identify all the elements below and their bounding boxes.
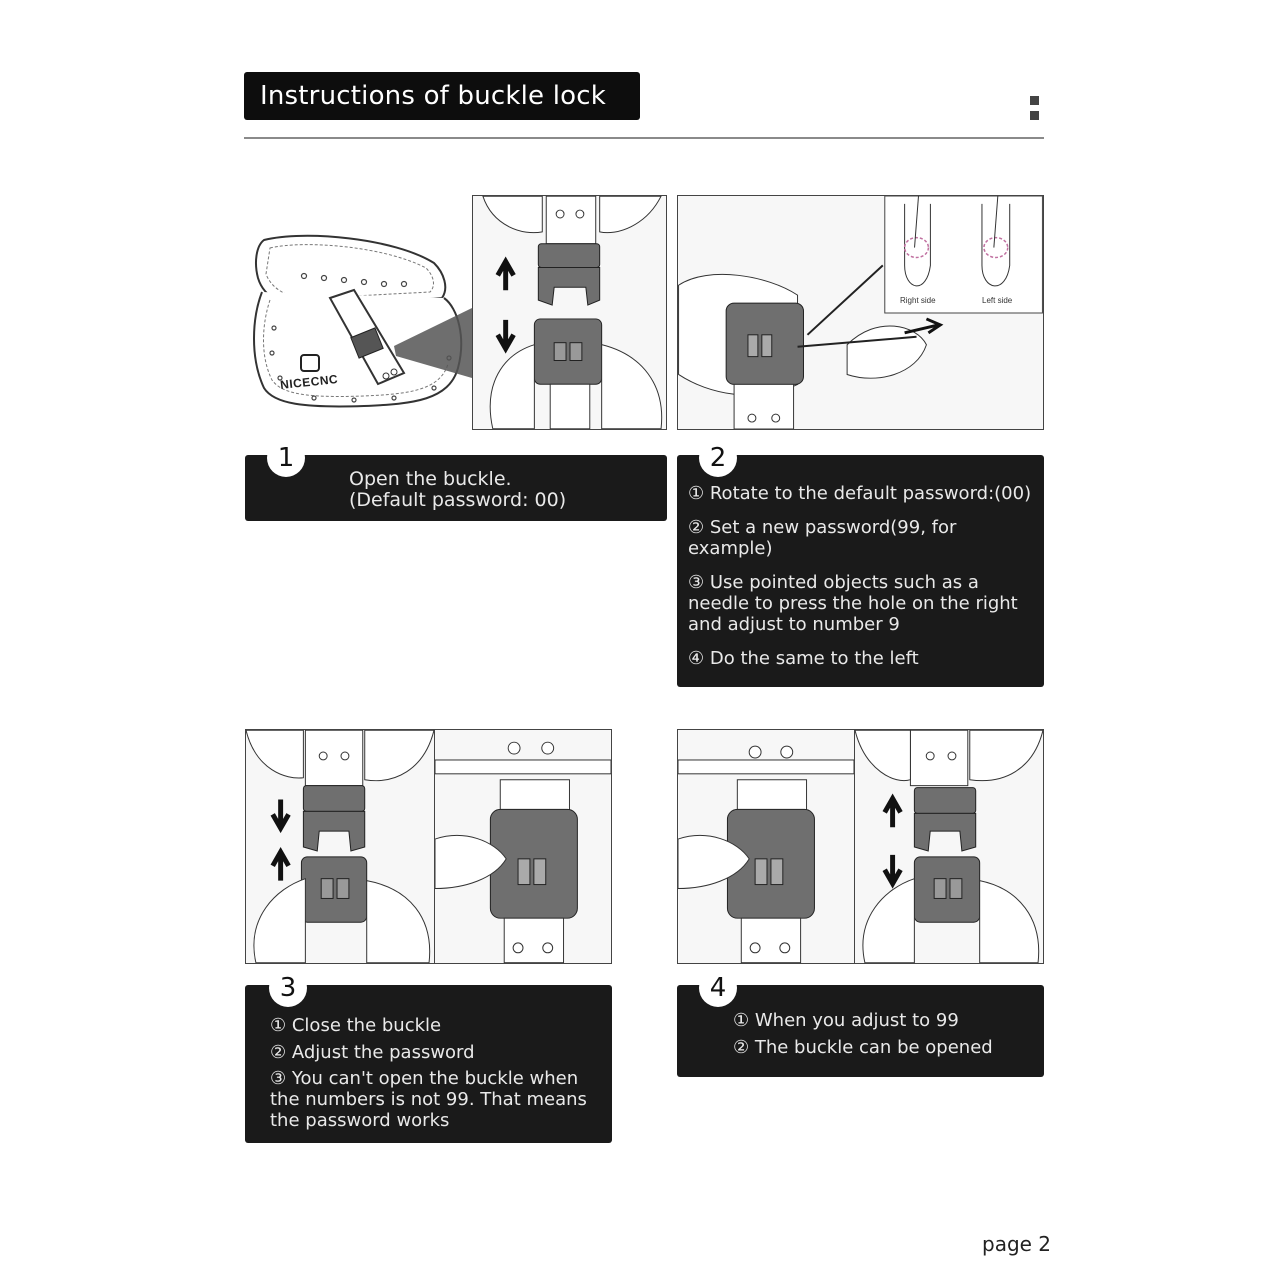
step3-close-buckle-image (245, 729, 435, 964)
step3-box: 3 ① Close the buckle ② Adjust the passwo… (245, 969, 612, 1143)
step4-adjust-image (677, 729, 855, 964)
step4-item: ② The buckle can be opened (733, 1037, 993, 1058)
step2-item: ③ Use pointed objects such as a needle t… (688, 572, 1018, 635)
step2-item: ① Rotate to the default password:(00) (688, 483, 1032, 504)
step1-number: 1 (267, 439, 305, 477)
step2-needle-image: Right side Left side (677, 195, 1044, 430)
step2-box: 2 ① Rotate to the default password:(00) … (677, 439, 1044, 687)
step1-line: (Default password: 00) (349, 489, 567, 511)
step4-open-buckle-image (854, 729, 1044, 964)
step3-item: ② Adjust the password (270, 1042, 475, 1063)
step3-number: 3 (269, 969, 307, 1007)
inset-right-side-label: Right side (900, 296, 936, 305)
step4-item: ① When you adjust to 99 (733, 1010, 959, 1031)
page-title: Instructions of buckle lock (244, 72, 640, 120)
step3-adjust-image (434, 729, 612, 964)
brand-logo-icon (300, 354, 320, 372)
step2-item: ② Set a new password(99, for example) (688, 517, 957, 559)
step3-item: ① Close the buckle (270, 1015, 442, 1036)
title-marks (1030, 96, 1040, 126)
step1-buckle-image (472, 195, 667, 430)
step3-item: ③ You can't open the buckle when the num… (270, 1068, 587, 1131)
step4-box: 4 ① When you adjust to 99 ② The buckle c… (677, 969, 1044, 1077)
step1-line: Open the buckle. (349, 468, 512, 490)
step2-item: ④ Do the same to the left (688, 648, 919, 669)
inset-left-side-label: Left side (982, 296, 1013, 305)
step4-number: 4 (699, 969, 737, 1007)
step1-box: 1 Open the buckle. (Default password: 00… (245, 439, 667, 521)
saddlebag-illustration: NICECNC (244, 228, 476, 412)
page-number: page 2 (982, 1232, 1052, 1256)
header-divider (244, 137, 1044, 139)
step2-number: 2 (699, 439, 737, 477)
